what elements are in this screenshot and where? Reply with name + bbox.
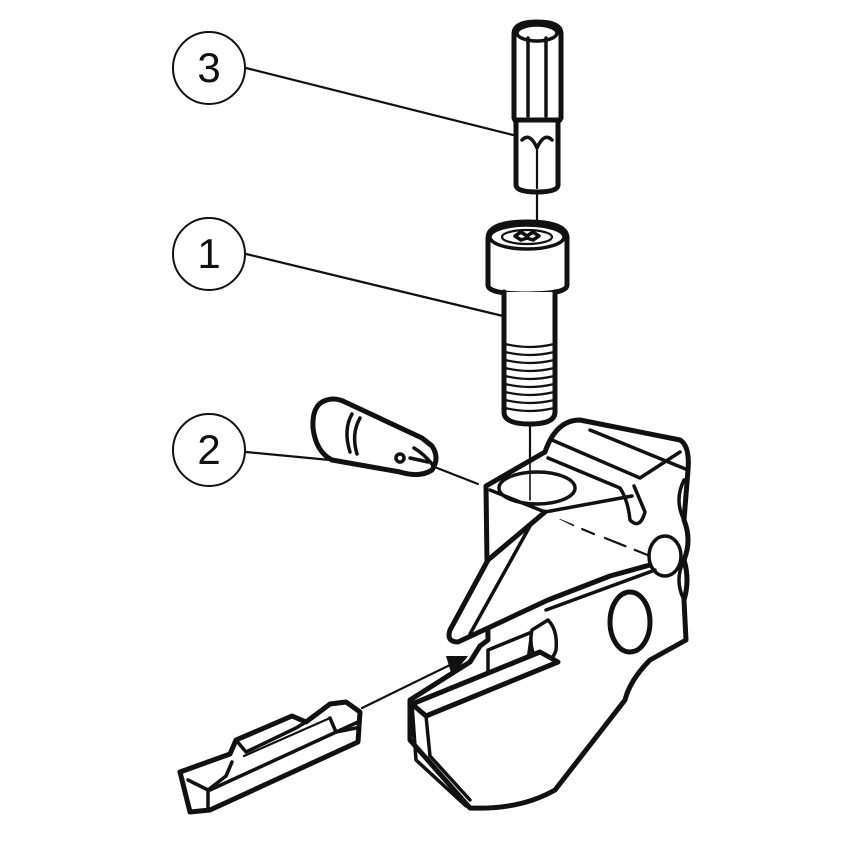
insert-direction-arrow [360, 656, 468, 710]
callout-1-label: 1 [197, 230, 221, 277]
callout-1: 1 [172, 217, 246, 291]
callout-2-label: 2 [197, 426, 221, 473]
leader-lines [244, 66, 515, 462]
tool-holder-body-part [407, 417, 691, 811]
callout-3-label: 3 [197, 44, 221, 91]
grooving-insert-part [177, 699, 363, 815]
callout-3: 3 [172, 31, 246, 105]
coolant-nozzle-pin-part [310, 396, 480, 486]
screw-thread-lines [503, 342, 556, 413]
torx-key-bit-part [511, 19, 564, 228]
callout-2: 2 [172, 413, 246, 487]
clamp-screw-part [485, 219, 570, 502]
